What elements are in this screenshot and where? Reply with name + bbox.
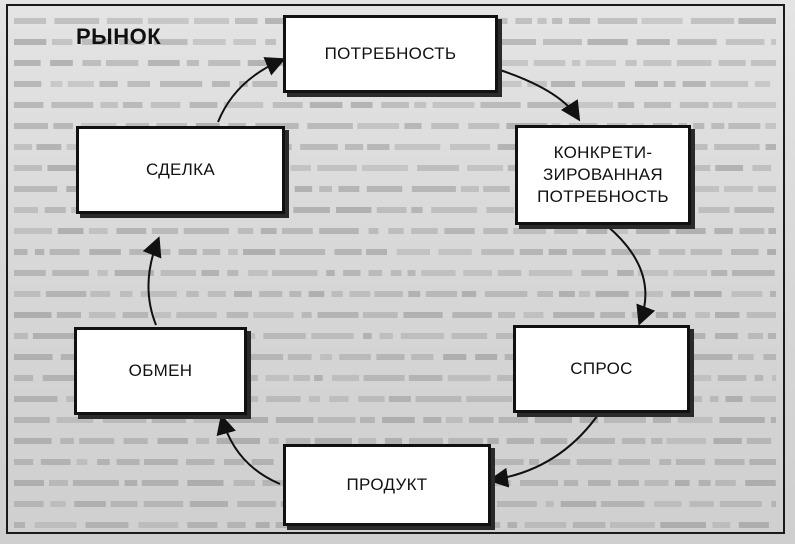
arrow-product-to-exchange <box>222 418 280 484</box>
node-demand: СПРОС <box>513 325 690 413</box>
arrow-concrete-to-demand <box>606 225 645 322</box>
arrow-need-to-concrete <box>500 70 578 118</box>
arrow-demand-to-product <box>492 412 600 480</box>
node-product: ПРОДУКТ <box>283 444 491 526</box>
node-exchange: ОБМЕН <box>74 327 247 415</box>
arrow-exchange-to-deal <box>148 240 158 325</box>
node-deal: СДЕЛКА <box>76 126 285 214</box>
node-concrete-need: КОНКРЕТИ- ЗИРОВАННАЯ ПОТРЕБНОСТЬ <box>515 125 691 225</box>
arrow-deal-to-need <box>218 60 282 122</box>
node-need: ПОТРЕБНОСТЬ <box>283 15 498 93</box>
